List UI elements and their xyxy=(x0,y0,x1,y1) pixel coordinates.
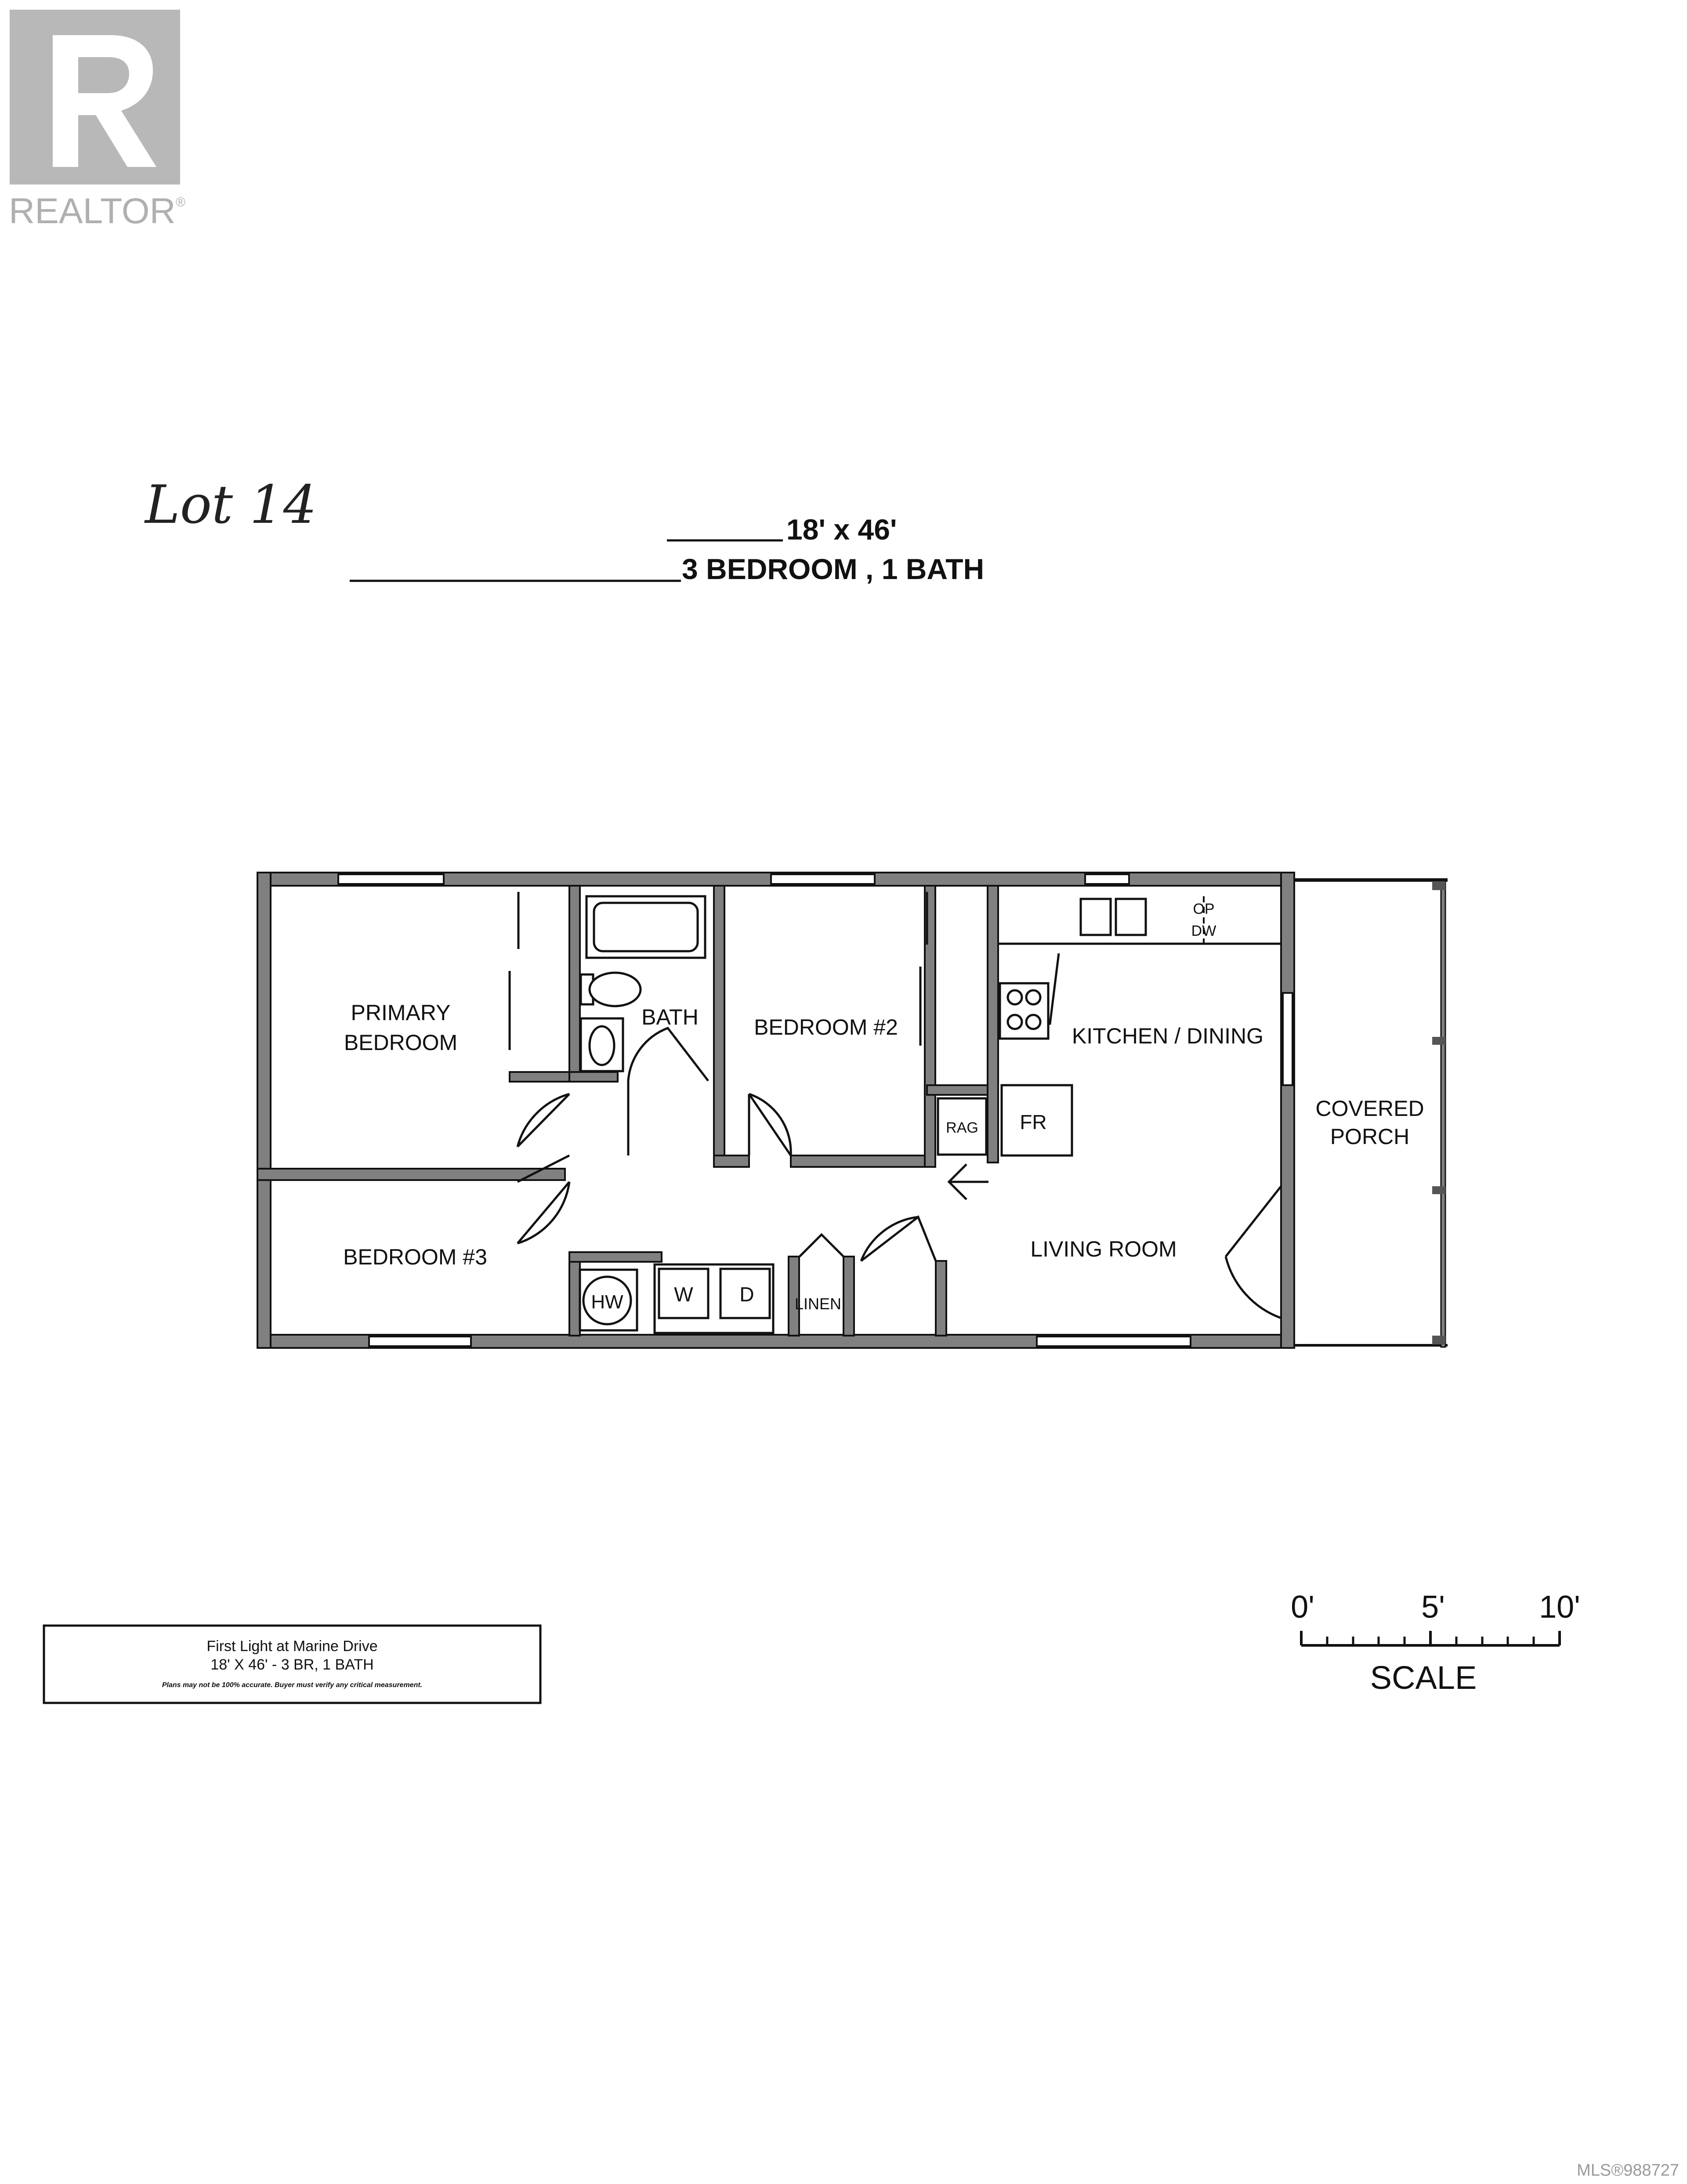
wall-bath-south-a xyxy=(568,1071,619,1083)
closet-doors xyxy=(508,892,928,1050)
plan-header: 18' x 46' 3 BEDROOM , 1 BATH xyxy=(350,513,984,585)
sink-basin-left xyxy=(1079,898,1112,936)
label-porch-line1: COVERED xyxy=(1315,1096,1424,1121)
label-d: D xyxy=(739,1283,754,1306)
wall-bed2-sw xyxy=(713,1155,750,1168)
dryer xyxy=(719,1268,771,1319)
wall-bed2-south xyxy=(790,1155,934,1168)
header-dimensions: 18' x 46' xyxy=(786,513,897,546)
realtor-reg-mark: ® xyxy=(176,195,185,210)
info-line-3: Plans may not be 100% accurate. Buyer mu… xyxy=(162,1681,422,1689)
label-op: OP xyxy=(1193,901,1214,917)
windows xyxy=(337,873,1293,1347)
label-primary-line2: BEDROOM xyxy=(344,1030,457,1055)
label-living-room: LIVING ROOM xyxy=(1030,1237,1177,1261)
toilet-bowl xyxy=(588,971,642,1007)
label-kitchen-dining: KITCHEN / DINING xyxy=(1072,1024,1263,1048)
washer xyxy=(658,1268,710,1319)
label-linen: LINEN xyxy=(795,1295,841,1313)
scale-tick-5: 5' xyxy=(1421,1590,1445,1625)
info-box: First Light at Marine Drive 18' X 46' - … xyxy=(43,1624,542,1704)
wall-east xyxy=(1280,872,1295,1349)
realtor-logo-text: REALTOR xyxy=(9,191,176,231)
fridge xyxy=(1000,1084,1073,1157)
scale-tick-10: 10' xyxy=(1539,1590,1580,1625)
rag-closet xyxy=(937,1097,988,1156)
scale-tick-0: 0' xyxy=(1291,1590,1314,1625)
wall-linen-east xyxy=(843,1256,855,1336)
door-swings xyxy=(516,1027,1282,1319)
label-dw: DW xyxy=(1191,923,1216,939)
wall-bed1-bed3 xyxy=(257,1168,566,1181)
range-stove xyxy=(999,982,1050,1040)
label-w: W xyxy=(674,1283,693,1306)
kitchen-fixtures xyxy=(937,896,1282,1157)
sink-basin-right xyxy=(1115,898,1147,936)
wall-closet-east xyxy=(935,1260,947,1336)
wall-west xyxy=(257,872,272,1349)
info-line-1: First Light at Marine Drive xyxy=(206,1638,377,1655)
label-hw: HW xyxy=(591,1291,623,1313)
label-bedroom-2: BEDROOM #2 xyxy=(754,1015,898,1039)
label-porch-line2: PORCH xyxy=(1330,1124,1410,1149)
label-rag: RAG xyxy=(946,1119,978,1136)
wall-bath-east xyxy=(713,885,725,1168)
wall-bed1-east xyxy=(568,885,581,1080)
scale-bar: 0' 5' 10' SCALE xyxy=(1291,1590,1580,1696)
wall-linen-west xyxy=(788,1256,800,1336)
label-bath: BATH xyxy=(641,1005,699,1029)
label-primary-line1: PRIMARY xyxy=(351,1000,451,1025)
mls-number: MLS®988727 xyxy=(1577,2161,1679,2180)
wall-hall-laundry-top xyxy=(568,1251,662,1263)
scale-label: SCALE xyxy=(1370,1659,1477,1696)
floor-plan: PRIMARY BEDROOM BATH BEDROOM #2 KITCHEN … xyxy=(257,872,1448,1349)
info-line-2: 18' X 46' - 3 BR, 1 BATH xyxy=(210,1656,373,1673)
realtor-logo: REALTOR ® xyxy=(9,10,185,231)
label-fr: FR xyxy=(1020,1111,1046,1134)
handwritten-lot-note: Lot 14 xyxy=(144,474,317,536)
wall-kitchen-west xyxy=(987,885,999,1163)
label-bedroom-3: BEDROOM #3 xyxy=(343,1245,487,1269)
bath-fixtures xyxy=(579,895,706,1072)
utility-fixtures xyxy=(579,1263,775,1334)
covered-porch xyxy=(1294,878,1448,1348)
header-summary: 3 BEDROOM , 1 BATH xyxy=(682,553,984,585)
wall-hall-south-a xyxy=(568,1251,581,1336)
